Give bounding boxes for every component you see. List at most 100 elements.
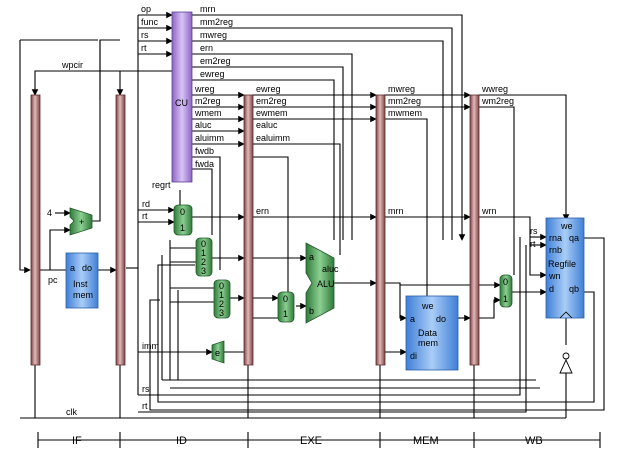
pc-adder: + [69,207,93,236]
mrn-top-label: mrn [200,4,216,14]
const-four-label: 4 [47,208,52,218]
m2reg-label: m2reg [195,96,221,106]
alu-aluc: aluc [322,264,339,274]
svg-text:0: 0 [219,281,224,291]
stage-wb-label: WB [525,435,543,447]
wwreg-label: wwreg [481,84,508,94]
data-mem-a: a [410,314,415,324]
adder-plus: + [79,217,84,227]
signal-labels: op func rs rt mrn mm2reg mwreg ern em2re… [47,4,538,417]
stage-if-label: IF [72,435,82,447]
fwdb-mux: 0 1 2 3 [213,279,231,319]
data-memory: we a do Data mem di [405,295,459,371]
regfile-rna: rna [549,233,562,243]
register-file: we rna qa rnb Regfile wn d qb [545,217,585,319]
rs-label: rs [141,30,149,40]
svg-text:2: 2 [201,257,206,267]
control-unit: CU [171,11,193,183]
cu-label: CU [175,98,188,108]
mwreg-top-label: mwreg [200,30,227,40]
ern-top-label: ern [200,43,213,53]
mm2reg-label: mm2reg [388,96,421,106]
regfile-name: Regfile [548,259,576,269]
rd-label: rd [142,199,150,209]
regfile-rnb: rnb [549,245,562,255]
inst-mem-do: do [82,263,92,273]
ewreg-top-label: ewreg [200,69,225,79]
alu: a aluc ALU b [305,242,339,324]
inst-mem-line1: Inst [73,279,88,289]
ealuc-label: ealuc [256,120,278,130]
regrt-mux: 0 1 [173,204,193,236]
fwda-mux: 0 1 2 3 [195,237,213,277]
svg-text:1: 1 [503,294,508,304]
regfile-qa: qa [569,233,579,243]
clock-inverter [559,352,573,374]
svg-text:1: 1 [180,223,185,233]
aluimm-label: aluimm [195,133,224,143]
mwreg-label: mwreg [388,84,415,94]
inst-mem-line2: mem [73,290,93,300]
wreg-label: wreg [194,84,215,94]
aluimm-mux: 0 1 [277,291,295,323]
alu-name: ALU [317,279,335,289]
ewmem-label: ewmem [256,108,288,118]
sign-extender: e [211,340,225,364]
regrt-label: regrt [152,180,171,190]
svg-text:0: 0 [503,277,508,287]
pc-register [30,94,41,366]
imm-label: imm [142,341,159,351]
pc-label: pc [48,275,58,285]
ewreg-label: ewreg [256,84,281,94]
rs-right-label: rs [530,226,538,236]
exe-mem-register [375,94,386,366]
wb-mux: 0 1 [499,274,513,308]
if-id-register [115,94,126,366]
fwdb-label: fwdb [195,146,214,156]
inst-mem-a: a [70,263,75,273]
data-mem-line2: mem [418,338,438,348]
stage-labels: IF ID EXE MEM WB [72,435,543,447]
regfile-we: we [560,221,573,231]
svg-text:e: e [215,348,220,358]
wrn-label: wrn [481,206,497,216]
em2reg-top-label: em2reg [200,56,231,66]
pipeline-registers [30,94,480,366]
stage-id-label: ID [176,435,187,447]
ealuimm-label: ealuimm [256,133,290,143]
svg-text:0: 0 [201,239,206,249]
svg-text:1: 1 [283,309,288,319]
clk-label: clk [66,407,77,417]
svg-text:0: 0 [283,294,288,304]
wm2reg-label: wm2reg [481,96,514,106]
mm2reg-top-label: mm2reg [200,17,233,27]
alu-a: a [309,252,314,262]
wires [19,11,605,448]
svg-text:0: 0 [180,207,185,217]
stage-mem-label: MEM [413,435,439,447]
data-mem-line1: Data [418,328,437,338]
func-label: func [141,17,159,27]
regfile-d: d [549,284,554,294]
regfile-wn: wn [548,271,561,281]
data-mem-di: di [410,351,417,361]
rt-bottom-label: rt [142,401,148,411]
wmem-label: wmem [194,108,222,118]
mem-wb-register [469,94,480,366]
wpcir-label: wpcir [61,60,83,70]
svg-text:3: 3 [201,266,206,276]
instruction-memory: a do Inst mem [65,252,99,309]
op-label: op [141,4,151,14]
svg-text:2: 2 [219,299,224,309]
regfile-qb: qb [569,284,579,294]
fwda-label: fwda [195,159,214,169]
rt-right-label: rt [530,239,536,249]
ern-label: ern [256,206,269,216]
data-mem-we: we [421,301,434,311]
alu-b: b [309,306,314,316]
mrn-label: mrn [388,206,404,216]
mwmem-label: mwmem [388,108,422,118]
rt-label: rt [141,43,147,53]
